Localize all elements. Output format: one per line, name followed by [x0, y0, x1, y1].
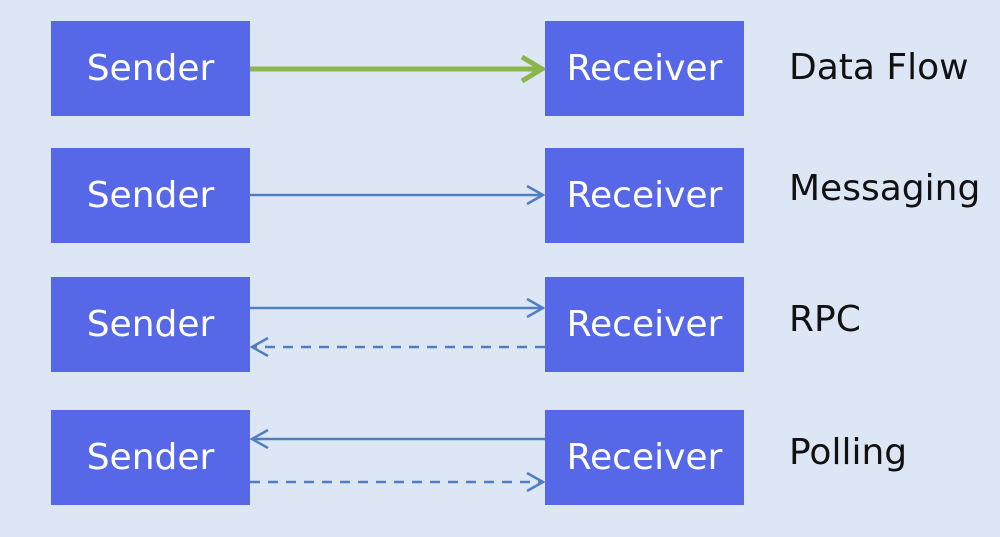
receiver-box: Receiver	[545, 410, 744, 505]
diagram-row-data-flow: Sender Receiver Data Flow	[0, 21, 1000, 117]
message-arrow	[250, 184, 546, 206]
row-label-messaging: Messaging	[789, 168, 981, 209]
row-label-data-flow: Data Flow	[789, 47, 969, 88]
sender-box: Sender	[51, 277, 250, 372]
row-label-polling: Polling	[789, 432, 908, 473]
sender-box: Sender	[51, 410, 250, 505]
receiver-box: Receiver	[545, 21, 744, 116]
request-response-arrows	[249, 297, 546, 358]
receiver-box: Receiver	[545, 277, 744, 372]
diagram-row-rpc: Sender Receiver RPC	[0, 277, 1000, 373]
sender-box: Sender	[51, 21, 250, 116]
data-flow-arrow	[250, 54, 547, 84]
polling-arrows	[249, 428, 546, 493]
diagram-row-polling: Sender Receiver Polling	[0, 410, 1000, 506]
sender-box: Sender	[51, 148, 250, 243]
receiver-box: Receiver	[545, 148, 744, 243]
row-label-rpc: RPC	[789, 299, 861, 340]
diagram-row-messaging: Sender Receiver Messaging	[0, 148, 1000, 244]
